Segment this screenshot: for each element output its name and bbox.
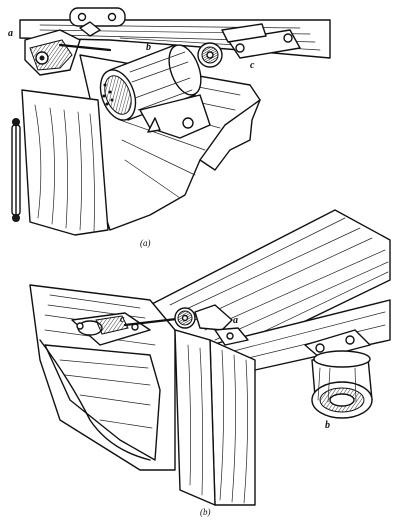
vertical-post-b: [209, 339, 256, 506]
arm-c-assembly: [197, 23, 301, 68]
label-b-c: c: [120, 314, 125, 325]
spring-cylinder-b: [304, 329, 373, 419]
arm-c-bracket-b: [71, 312, 187, 346]
hinge-a: [11, 118, 21, 222]
top-plate-a: [69, 7, 126, 37]
label-a-c: c: [250, 60, 255, 71]
label-a-a: a: [8, 28, 13, 39]
label-b-b: b: [325, 420, 330, 431]
figure-b: c a b (b): [29, 209, 391, 517]
door-jamb-a: [21, 89, 109, 236]
arm-a-gear-b: [174, 304, 249, 346]
figure-a: a b c (a): [8, 7, 331, 248]
caption-a: (a): [140, 238, 151, 248]
door-stile-b: [174, 329, 216, 506]
caption-b: (b): [200, 507, 211, 517]
label-a-b: b: [146, 42, 151, 53]
label-b-a: a: [233, 315, 238, 326]
spring-cylinder-a: [99, 44, 211, 139]
arm-a-bracket: [24, 29, 112, 76]
